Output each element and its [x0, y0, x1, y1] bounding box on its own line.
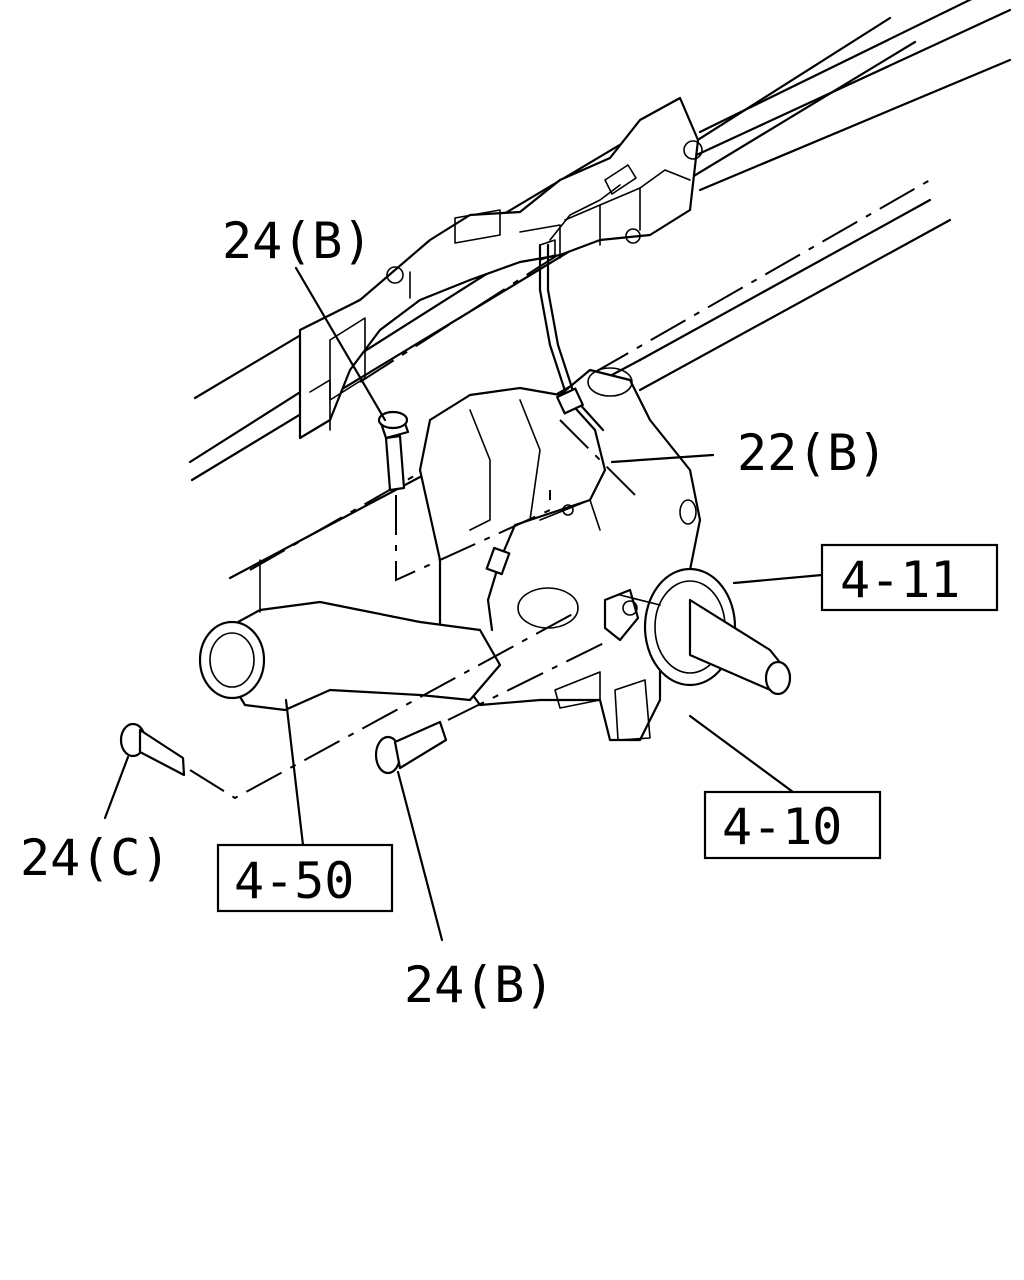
ref-box-4-11 [820, 543, 999, 612]
bolt-upper [377, 410, 410, 492]
ref-box-4-10 [703, 790, 882, 860]
bolt-left [119, 722, 186, 777]
label-ref-4-11: 4-11 [840, 551, 960, 609]
label-ref-4-50: 4-50 [234, 852, 354, 910]
bolt-lower [374, 720, 448, 775]
abs-harness [485, 184, 661, 642]
ref-box-4-50 [216, 843, 394, 913]
label-bolt-left: 24(C) [20, 829, 171, 887]
lower-arm [198, 559, 502, 712]
label-ref-4-10: 4-10 [722, 798, 842, 856]
hub-spindle [643, 567, 792, 696]
assembly-guides [189, 419, 641, 800]
label-harness: 22(B) [737, 424, 888, 482]
frame-bracket [298, 96, 703, 440]
leader-lines [103, 266, 824, 942]
label-bolt-bottom: 24(B) [404, 956, 555, 1014]
label-bolt-top: 24(B) [222, 212, 373, 270]
